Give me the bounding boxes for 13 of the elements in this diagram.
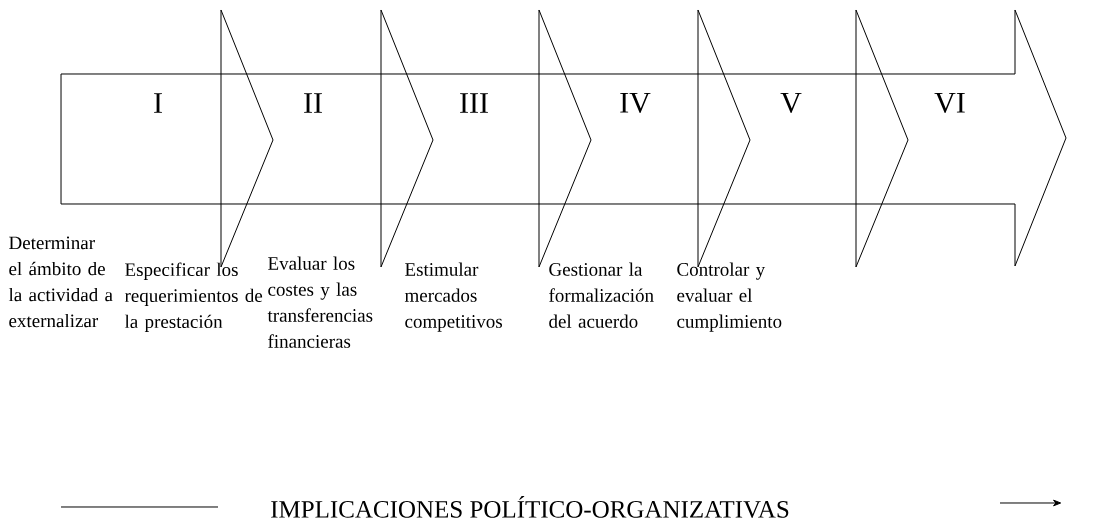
stage-description: Gestionar la formalización del acuerdo bbox=[549, 262, 654, 328]
stage-description: Determinar el ámbito de la actividad a externalizar bbox=[8, 236, 113, 328]
stage-numeral: VI bbox=[934, 92, 965, 114]
stage-numeral: III bbox=[460, 93, 488, 113]
caption-text: IMPLICACIONES POLÍTICO-ORGANIZATIVAS bbox=[271, 496, 789, 518]
stage-numeral: IV bbox=[620, 92, 651, 114]
stage-numeral: II bbox=[304, 93, 322, 113]
stage-description: Especificar los requerimientos de la prestación bbox=[124, 262, 263, 332]
stage-description: Estimular mercados competitivos bbox=[404, 262, 502, 332]
stage-numeral: V bbox=[780, 92, 802, 114]
stage-description: Controlar y evaluar el cumplimiento bbox=[677, 262, 782, 332]
stage-description: Evaluar los costes y las transferencias financieras bbox=[267, 256, 373, 348]
stage-numeral: I bbox=[154, 93, 162, 113]
